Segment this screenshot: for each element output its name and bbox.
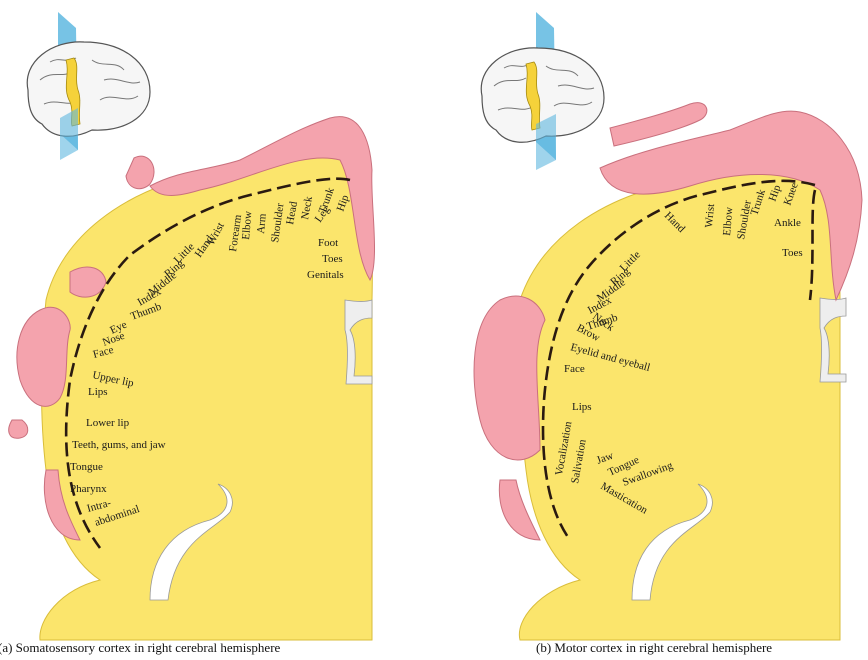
brain-icon	[27, 12, 150, 160]
label-ankle: Ankle	[774, 217, 801, 229]
brain-icon	[481, 12, 604, 170]
label-tongue: Tongue	[70, 461, 103, 473]
panel-b: Toes Ankle Knee Hip Trunk Shoulder Elbow…	[474, 12, 862, 655]
panel-a: Genitals Toes Foot Leg Hip Trunk Neck He…	[0, 12, 375, 655]
label-arm: Arm	[255, 213, 269, 235]
label-foot: Foot	[318, 237, 338, 249]
label-lips-b: Lips	[572, 401, 592, 413]
caption-b: (b) Motor cortex in right cerebral hemis…	[536, 640, 772, 655]
cortex-section-b	[518, 166, 840, 640]
label-pharynx: Pharynx	[70, 483, 107, 495]
label-teeth: Teeth, gums, and jaw	[72, 439, 166, 451]
label-genitals: Genitals	[307, 269, 344, 281]
label-elbow-b: Elbow	[721, 207, 735, 237]
label-wrist-b: Wrist	[703, 203, 717, 228]
label-lower-lip: Lower lip	[86, 417, 130, 429]
label-toes: Toes	[322, 253, 343, 265]
label-face-b: Face	[564, 363, 585, 375]
caption-a: (a) Somatosensory cortex in right cerebr…	[0, 640, 281, 655]
label-lips: Lips	[88, 386, 108, 398]
label-toes-b: Toes	[782, 247, 803, 259]
